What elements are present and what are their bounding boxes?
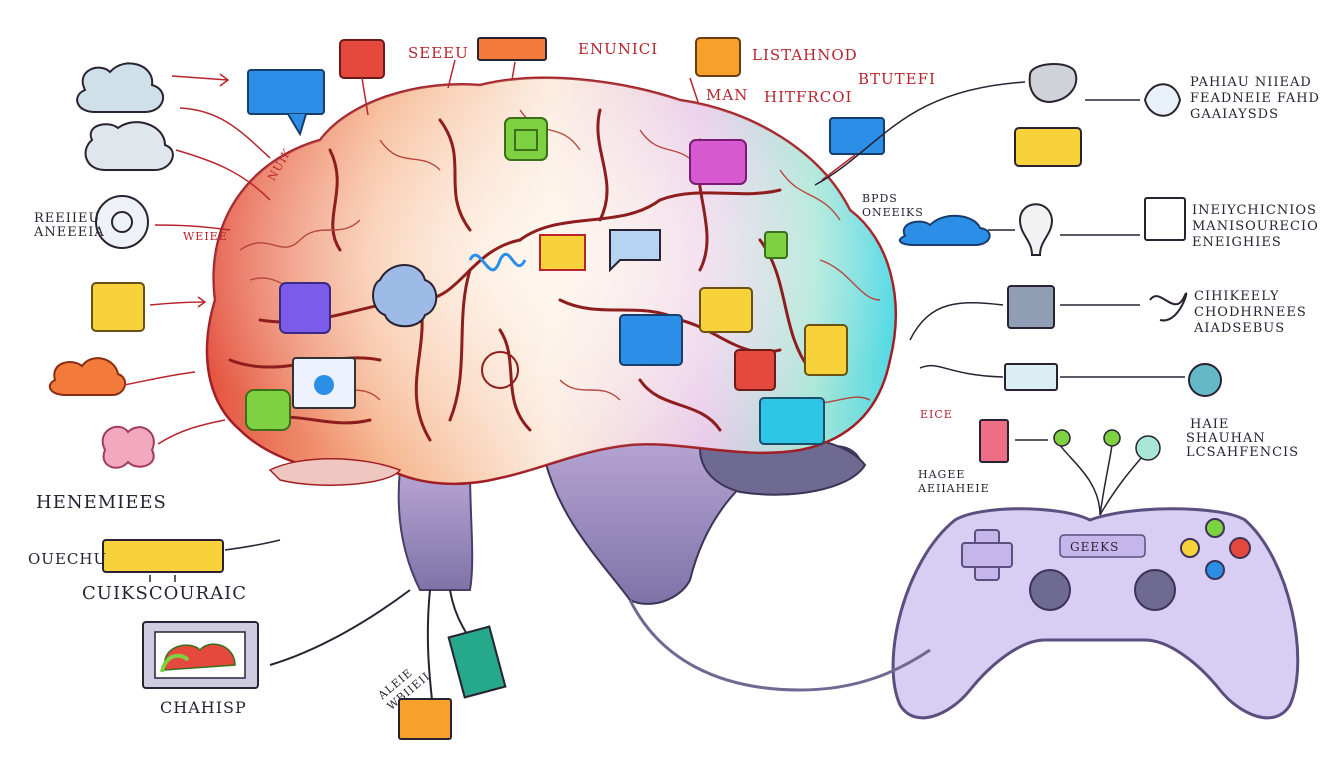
- sticky-cyan-icon: [759, 397, 825, 445]
- document-icon: [1144, 197, 1186, 241]
- sticky-blue-top-icon: [829, 117, 885, 155]
- chart-caption: CHAHISP: [160, 698, 247, 717]
- top-label-4: MAN: [706, 86, 749, 104]
- sticky-pink-icon: [979, 419, 1009, 463]
- tree-green-icon: [160, 653, 190, 673]
- sticky-yellow-left-icon: [91, 282, 145, 332]
- flower-icon: [101, 425, 155, 469]
- blue-cloud-icon: [898, 214, 991, 246]
- teal-note-icon: [1004, 363, 1058, 391]
- bulb-icon: [1018, 203, 1054, 256]
- right-connectors: [149, 81, 1185, 582]
- top-arrows: [361, 59, 856, 181]
- left-bottom-label: HENEMIEES: [36, 492, 167, 513]
- stone-icon: [1028, 63, 1078, 104]
- right-text-3b: CHODHRNEES: [1194, 305, 1307, 320]
- right-text-1a: PAHIAU NIIEAD: [1190, 75, 1312, 90]
- sticky-red-icon: [734, 349, 776, 391]
- controller-label: GEEKS: [1070, 540, 1120, 554]
- speech-bubble-yellow-icon: [1014, 127, 1082, 167]
- speech-bubble-blue-icon: [247, 69, 325, 115]
- left-arrow-label-2: WEIEE: [183, 230, 228, 243]
- left-arrows: [123, 73, 271, 445]
- note-top-icon: [477, 37, 547, 61]
- gamepad-icon: [891, 507, 1300, 720]
- speech-tail: [287, 113, 307, 137]
- bubble-icon: [481, 351, 519, 389]
- sticky-yellow-2-icon: [804, 324, 848, 376]
- speech-bubble-icon: [609, 229, 661, 273]
- top-label-6: BTUTEFI: [858, 70, 936, 88]
- sticky-purple-icon: [279, 282, 331, 334]
- scribble-icon: [1149, 292, 1188, 322]
- right-text-2c: ENEIGHIES: [1192, 235, 1282, 250]
- eye-icon: [1143, 83, 1182, 117]
- right-text-2b: MANISOURECIO: [1192, 219, 1319, 234]
- sticky-green-2-icon: [764, 231, 788, 259]
- sticky-orange-top-icon: [695, 37, 741, 77]
- right-text-4a: HAIE: [1190, 417, 1230, 432]
- left-side-label: REEIIEU ANEEEIA: [34, 211, 105, 240]
- right-text-3a: CIHIKEELY: [1194, 289, 1280, 304]
- right-text-1b: FEADNEIE FAHD: [1190, 91, 1320, 106]
- target-icon-inner: [111, 211, 133, 233]
- sticky-orange-bottom-icon: [398, 698, 452, 740]
- brain-stem-left: [397, 469, 474, 591]
- right-text-4b: SHAUHAN: [1186, 431, 1266, 446]
- sticky-magenta-icon: [689, 139, 747, 185]
- network-icon: [1188, 363, 1222, 397]
- top-label-2: ENUNICI: [578, 40, 659, 58]
- sticky-red-top-icon: [339, 39, 385, 79]
- right-small-label-2: HAGEE AEIIAHEIE: [918, 468, 990, 495]
- right-text-1c: GAAIAYSDS: [1190, 107, 1279, 122]
- cable-left-2: [426, 589, 433, 701]
- wave-icon: [468, 252, 527, 272]
- tree-icon: [163, 643, 236, 671]
- progress-bar-icon: [102, 539, 224, 573]
- temporal-lobe: [268, 458, 402, 486]
- top-label-1: SEEEU: [408, 44, 469, 62]
- tool-icon: [1007, 285, 1055, 329]
- wave-yellow-icon: [539, 234, 586, 271]
- tiny-bugs: [1053, 429, 1161, 461]
- right-text-3c: AIADSEBUS: [1194, 321, 1286, 336]
- puzzle-icon: [504, 117, 548, 161]
- sticky-green-icon: [245, 389, 291, 431]
- right-text-4c: LCSAHFENCIS: [1186, 445, 1300, 460]
- top-label-3: LISTAHNOD: [752, 46, 858, 64]
- network-node-icon: [314, 375, 334, 395]
- cable-left-1: [269, 589, 411, 666]
- gear-icon: [372, 264, 438, 328]
- thought-bubble-icon: [84, 121, 174, 171]
- progress-bar-caption: CUIKSCOURAIC: [82, 583, 247, 604]
- sticky-yellow-icon: [699, 287, 753, 333]
- cable-controller-top: [1059, 444, 1149, 516]
- progress-bar-label: OUECHU: [28, 550, 108, 568]
- right-text-2a: INEIYCHICNIOS: [1192, 203, 1317, 218]
- cloud-icon: [76, 62, 164, 113]
- target-icon: [95, 195, 149, 249]
- sticky-blue-icon: [619, 314, 683, 366]
- orange-cloud-icon: [48, 357, 127, 396]
- right-small-label-1: EICE: [920, 408, 953, 421]
- right-cloud-label: BPDS ONEEIKS: [862, 192, 924, 219]
- cable-to-controller: [628, 599, 931, 692]
- top-label-5: HITFRCOI: [764, 88, 853, 106]
